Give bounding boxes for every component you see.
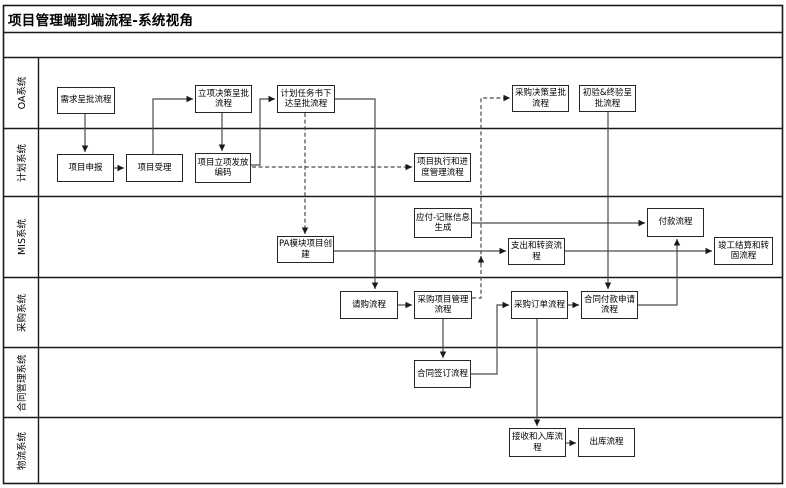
process-node-receive[interactable]: 接收和入库流程 xyxy=(509,428,566,457)
connector-proc_mgmt-to-proc_decision-dashed xyxy=(472,94,510,299)
process-node-payment[interactable]: 付款流程 xyxy=(647,208,704,237)
process-node-contract_sign[interactable]: 合同签订流程 xyxy=(414,360,471,388)
lane-label-plan: 计划系统 xyxy=(17,143,28,182)
connector-proj_code-to-plan_task xyxy=(251,95,275,166)
process-node-proj_exec[interactable]: 项目执行和进度管理流程 xyxy=(414,153,471,182)
lane-label-logistics: 物流系统 xyxy=(17,431,28,470)
process-node-req_approval[interactable]: 需求呈批流程 xyxy=(57,87,115,114)
process-node-acceptance[interactable]: 初验&终验呈批流程 xyxy=(579,85,636,112)
diagram-title: 项目管理端到端流程-系统视角 xyxy=(8,13,194,29)
process-node-expenditure[interactable]: 支出和转资流程 xyxy=(508,238,565,265)
process-node-contract_payment[interactable]: 合同付款申请流程 xyxy=(581,291,638,319)
process-node-proj_declare[interactable]: 项目申报 xyxy=(57,154,114,182)
process-node-outbound[interactable]: 出库流程 xyxy=(578,428,635,457)
connector-contract_payment-to-payment xyxy=(638,239,681,306)
connector-proj_accept-to-init_decision xyxy=(152,95,193,154)
process-node-proj_accept[interactable]: 项目受理 xyxy=(126,154,183,182)
process-node-payable_gen[interactable]: 应付-记账信息生成 xyxy=(414,208,472,238)
process-node-completion[interactable]: 竣工结算和转固流程 xyxy=(714,237,773,265)
connector-plan_task-to-requisition xyxy=(335,98,379,289)
process-node-proj_code[interactable]: 项目立项发放编码 xyxy=(195,153,251,183)
process-node-init_decision[interactable]: 立项决策呈批流程 xyxy=(195,85,252,113)
connector-contract_sign-to-purchase_order xyxy=(471,301,509,375)
process-node-pa_create[interactable]: PA模块项目创建 xyxy=(277,236,334,263)
process-node-plan_task[interactable]: 计划任务书下达呈批流程 xyxy=(277,85,335,113)
lane-label-procurement: 采购系统 xyxy=(17,293,28,332)
process-node-proc_mgmt[interactable]: 采购项目管理流程 xyxy=(414,291,472,319)
diagram-border xyxy=(2,4,784,485)
lane-label-mis: MIS系统 xyxy=(17,218,28,256)
lane-label-contract: 合同管理系统 xyxy=(17,353,28,412)
lane-label-oa: OA系统 xyxy=(17,76,28,110)
process-node-requisition[interactable]: 请购流程 xyxy=(340,291,398,319)
process-node-proc_decision[interactable]: 采购决策呈批流程 xyxy=(512,85,569,112)
process-node-purchase_order[interactable]: 采购订单流程 xyxy=(511,291,568,319)
